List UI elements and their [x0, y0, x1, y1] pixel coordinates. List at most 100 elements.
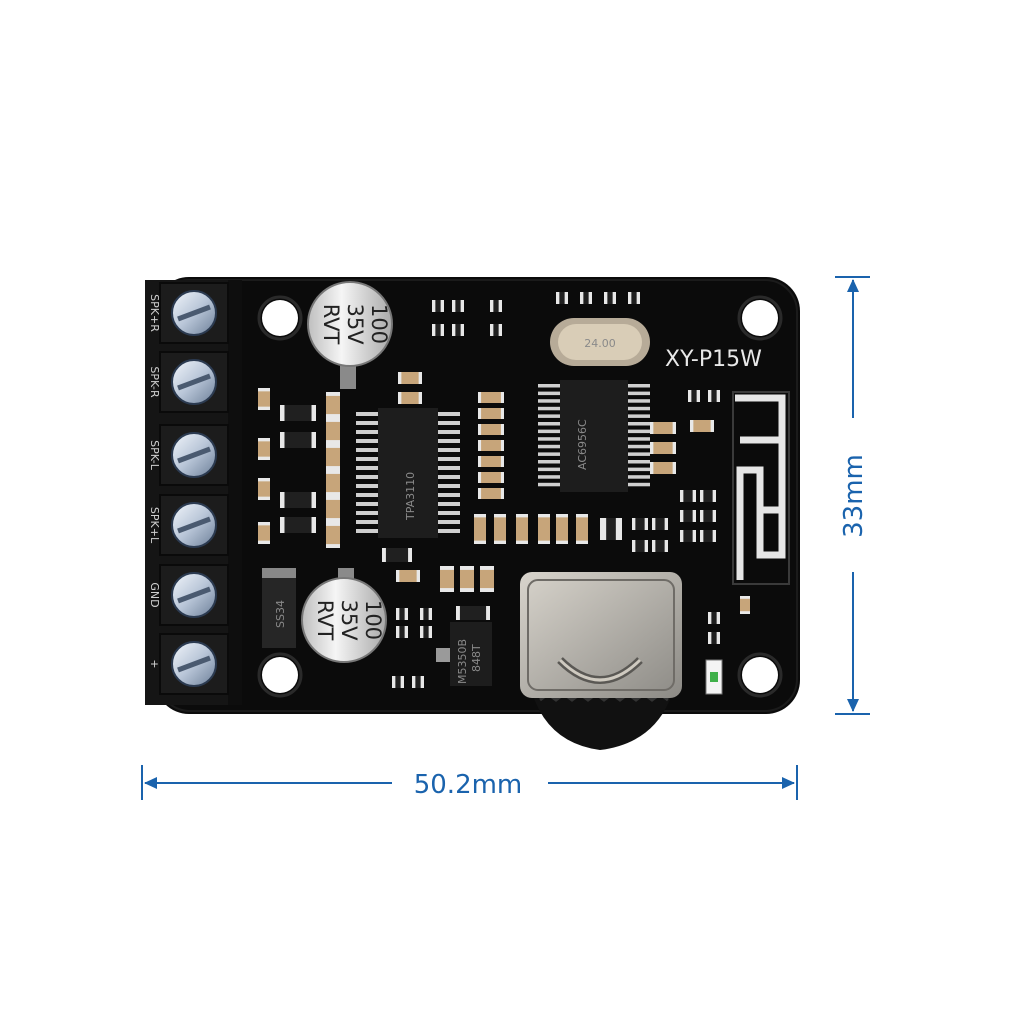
smd-part: [650, 462, 676, 474]
screw-terminal-4: [159, 494, 229, 556]
amp-pin: [438, 439, 460, 443]
bt-pin: [538, 384, 560, 388]
amp-chip-label: TPA3110: [404, 472, 417, 521]
smd-part: [396, 608, 408, 620]
bt-pin: [628, 399, 650, 403]
smd-part: [680, 490, 696, 502]
bt-pin: [628, 422, 650, 426]
amp-pin: [438, 421, 460, 425]
regulator-label-2: 848T: [470, 644, 483, 672]
smd-part: [690, 420, 714, 432]
smd-part: [280, 405, 316, 421]
smd-part: [700, 530, 716, 542]
mounting-holes: [257, 295, 783, 698]
amp-pin: [356, 466, 378, 470]
smd-part: [576, 514, 588, 544]
smd-part: [420, 626, 432, 638]
screw-terminal-block: [145, 280, 242, 705]
smd-part: [490, 324, 502, 336]
bt-pin: [628, 460, 650, 464]
smd-part: [604, 292, 616, 304]
bt-pin: [538, 399, 560, 403]
smd-part: [326, 444, 340, 470]
amp-pin: [438, 448, 460, 452]
smd-part: [258, 388, 270, 410]
smd-part: [452, 300, 464, 312]
smd-part: [650, 442, 676, 454]
bt-pin: [538, 482, 560, 487]
amp-pin: [438, 412, 460, 416]
smd-part: [480, 566, 494, 592]
smd-part: [478, 488, 504, 499]
amp-pin: [356, 457, 378, 461]
capacitor-top-line3: RVT: [319, 304, 343, 345]
bt-pin: [628, 414, 650, 418]
capacitor-bottom: 100 35V RVT: [301, 568, 387, 663]
smd-part: [740, 596, 750, 614]
amp-pin: [356, 493, 378, 497]
height-label: 33mm: [839, 454, 869, 538]
crystal-oscillator: 24.00: [550, 318, 650, 366]
bt-pin: [628, 444, 650, 449]
amp-pin: [438, 529, 460, 533]
bt-pin: [628, 467, 650, 472]
smd-part: [652, 540, 668, 552]
amp-pin: [356, 412, 378, 416]
crystal-label: 24.00: [584, 337, 616, 350]
status-led: [705, 659, 723, 695]
width-label: 50.2mm: [414, 770, 523, 800]
capacitor-bottom-line2: 35V: [337, 599, 361, 641]
smd-part: [478, 472, 504, 483]
smd-part: [556, 514, 568, 544]
smd-part: [494, 514, 506, 544]
smd-part: [432, 300, 444, 312]
smd-part: [258, 478, 270, 500]
bt-pin: [628, 429, 650, 434]
smd-part: [392, 676, 404, 688]
bt-pin: [628, 475, 650, 479]
screw-terminal-6: [159, 633, 229, 695]
screw-terminal-5: [159, 564, 229, 626]
amp-pin: [356, 430, 378, 434]
bt-pin: [538, 406, 560, 411]
smd-part: [258, 522, 270, 544]
bt-pin: [538, 475, 560, 479]
width-dimension: 50.2mm: [141, 765, 798, 800]
bt-pin: [538, 460, 560, 464]
amp-pin: [356, 421, 378, 425]
smd-part: [538, 514, 550, 544]
smd-part: [490, 300, 502, 312]
smd-part: [652, 518, 668, 530]
smd-part: [396, 570, 420, 582]
smd-part: [474, 514, 486, 544]
amp-pin: [356, 448, 378, 452]
amp-pin: [438, 493, 460, 497]
smd-part: [280, 517, 316, 533]
bt-pin: [538, 422, 560, 426]
smd-part: [326, 418, 340, 444]
bluetooth-chip-pins: [538, 384, 650, 487]
antenna-trace: [732, 391, 790, 585]
volume-potentiometer: [520, 572, 682, 750]
smd-part: [326, 496, 340, 522]
bt-pin: [628, 482, 650, 487]
diode: SS34: [262, 568, 296, 648]
amp-pin: [356, 511, 378, 515]
smd-part: [398, 372, 422, 384]
bluetooth-chip: AC6956C: [560, 380, 628, 492]
smd-part: [478, 392, 504, 403]
smd-part: [516, 514, 528, 544]
amplifier-chip: TPA3110: [378, 408, 438, 538]
smd-part: [478, 440, 504, 451]
amp-pin: [356, 529, 378, 533]
smd-part: [440, 566, 454, 592]
terminal-label-5: GND: [148, 582, 161, 607]
pcb-board: XY-P15W 24.00 AC6956C TPA3110: [155, 277, 800, 750]
terminal-label-6: +: [148, 659, 161, 668]
smd-part: [680, 530, 696, 542]
amp-pin: [356, 502, 378, 506]
smd-part: [632, 518, 648, 530]
smd-part: [708, 612, 720, 624]
terminal-label-3: SPK-L: [148, 440, 161, 471]
